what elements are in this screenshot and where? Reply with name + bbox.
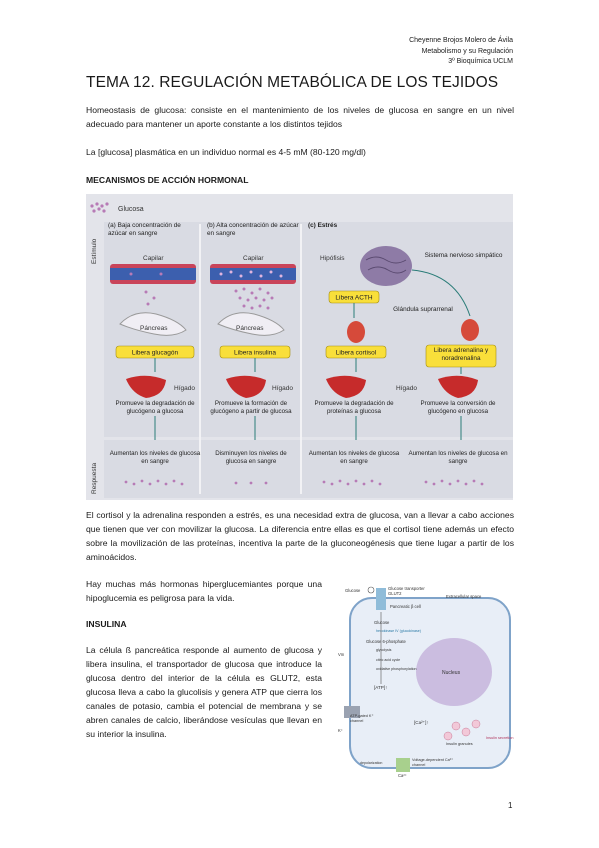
response-glucose-dots [124,479,484,486]
liver-c1-icon [326,375,366,398]
column-b-header: (b) Alta concentración de azúcar en sang… [207,222,299,237]
pancreas-b-label: Páncreas [236,325,264,332]
insulin-granules-icon [443,719,481,741]
glucose-legend-icon [90,202,109,213]
glucose-legend-label: Glucosa [118,206,144,213]
ca-label: [Ca²⁺]↑ [414,720,429,725]
liver-b-icon [226,375,266,398]
sistema-nervioso-label: Sistema nervioso simpático [424,252,503,259]
glucose-out-label: Glucose [345,588,361,593]
glucose-dots-a [144,290,156,306]
glut2-label: Glucose transporter GLUT2 [388,586,425,596]
section-heading-mecanismos: MECANISMOS DE ACCIÓN HORMONAL [86,175,249,185]
promueve-b-text: Promueve la formación de glucógeno a par… [210,400,292,415]
pancreas-a-icon [119,312,187,336]
promueve-c1-text: Promueve la degradación de proteínas a g… [314,400,394,415]
nucleus-icon [416,638,492,706]
pancreas-a-label: Páncreas [140,325,168,332]
citric-label: citric acid cycle [376,658,400,662]
promueve-c2-text: Promueve la conversión de glucógeno en g… [420,400,496,415]
response-b-text: Disminuyen los niveles de glucosa en san… [215,450,287,465]
ca-out-label: Ca²⁺ [398,773,407,778]
libera-glucagon-box: Libera glucagón [132,350,179,357]
libera-adrenalina-box: Libera adrenalina y noradrenalina [433,347,489,362]
libera-insulina-box: Libera insulina [234,350,276,357]
voltage-channel-label: Voltage-dependent Ca²⁺ channel [412,758,454,767]
header-subject: Metabolismo y su Regulación [421,47,513,55]
glycolysis-label: glycolysis [376,648,392,652]
column-c-header: (c) Estrés [308,222,338,229]
response-c1-text: Aumentan los niveles de glucosa en sangr… [308,450,400,465]
g6p-label: Glucose 6-phosphate [366,639,406,644]
header-course: 3º Bioquímica UCLM [448,58,513,65]
atp-gated-label: ATP-gated K⁺ channel [350,714,374,723]
hormonal-mechanisms-figure: Glucosa Estímulo Respuesta (a) Baja conc… [86,194,513,500]
capillary-b [210,264,296,284]
page-number: 1 [508,801,513,810]
header-author: Cheyenne Brojos Molero de Ávila [409,37,513,44]
hipofisis-label: Hipófisis [320,255,345,262]
vm-label: Vm [338,652,345,657]
glucose-in-label: Glucose [374,620,390,625]
adrenal-gland-left-icon [347,321,365,343]
document-header: Cheyenne Brojos Molero de Ávila Metaboli… [409,36,513,68]
k-plus-label: K⁺ [338,728,343,733]
granules-label: Insulin granules [446,742,473,746]
pancreas-b-icon [217,312,285,336]
liver-a-icon [126,375,166,398]
hexokinase-label: hexokinase IV (glucokinase) [376,629,421,633]
response-label: Respuesta [91,463,98,494]
higado-b-label: Hígado [272,385,293,392]
paragraph-hormonas: Hay muchas más hormonas hiperglucemiante… [86,579,322,603]
nucleus-label: Nucleus [442,670,461,676]
capilar-a-label: Capilar [143,255,164,262]
extracellular-label: Extracellular space [446,594,482,599]
glut2-transporter-icon [376,588,386,610]
stimulus-label: Estímulo [91,238,98,264]
higado-a-label: Hígado [174,385,195,392]
response-c2-text: Aumentan los niveles de glucosa en sangr… [408,450,508,465]
liver-c2-icon [438,375,478,398]
page-title: TEMA 12. REGULACIÓN METABÓLICA DE LOS TE… [86,74,499,91]
depolarization-label: depolarization [360,761,382,765]
beta-cell-label: Pancreatic β cell [390,604,421,609]
paragraph-glucose-concentration: La [glucosa] plasmática en un individuo … [86,147,366,157]
flow-arrows [154,269,471,440]
paragraph-celula-beta: La célula ß pancreática responde al aume… [86,645,322,739]
insulin-secretion-label: Insulin secretion [486,736,514,740]
paragraph-cortisol: El cortisol y la adrenalina responden a … [86,510,514,562]
glucose-dots-b [234,287,274,310]
section-heading-insulina: INSULINA [86,619,127,629]
beta-cell-figure: Nucleus Glucose Glucose transporter GLUT… [336,586,516,778]
libera-acth-box: Libera ACTH [335,295,373,302]
oxphos-label: oxidative phosphorylation [376,667,417,671]
response-a-text: Aumentan los niveles de glucosa en sangr… [109,450,201,465]
atp-label: [ATP]↑ [374,685,387,690]
capillary-a [110,264,196,284]
paragraph-homeostasis: Homeostasis de glucosa: consiste en el m… [86,105,514,129]
column-a-header: (a) Baja concentración de azúcar en sang… [108,222,181,237]
adrenal-gland-right-icon [461,319,479,341]
ca-channel-icon [396,758,410,772]
capilar-b-label: Capilar [243,255,264,262]
promueve-a-text: Promueve la degradación de glucógeno a g… [115,400,195,415]
libera-cortisol-box: Libera cortisol [336,350,377,357]
brain-icon [360,246,412,286]
higado-c-label: Hígado [396,385,417,392]
glandula-label: Glándula suprarrenal [393,306,453,313]
k-channel-icon [344,706,360,718]
